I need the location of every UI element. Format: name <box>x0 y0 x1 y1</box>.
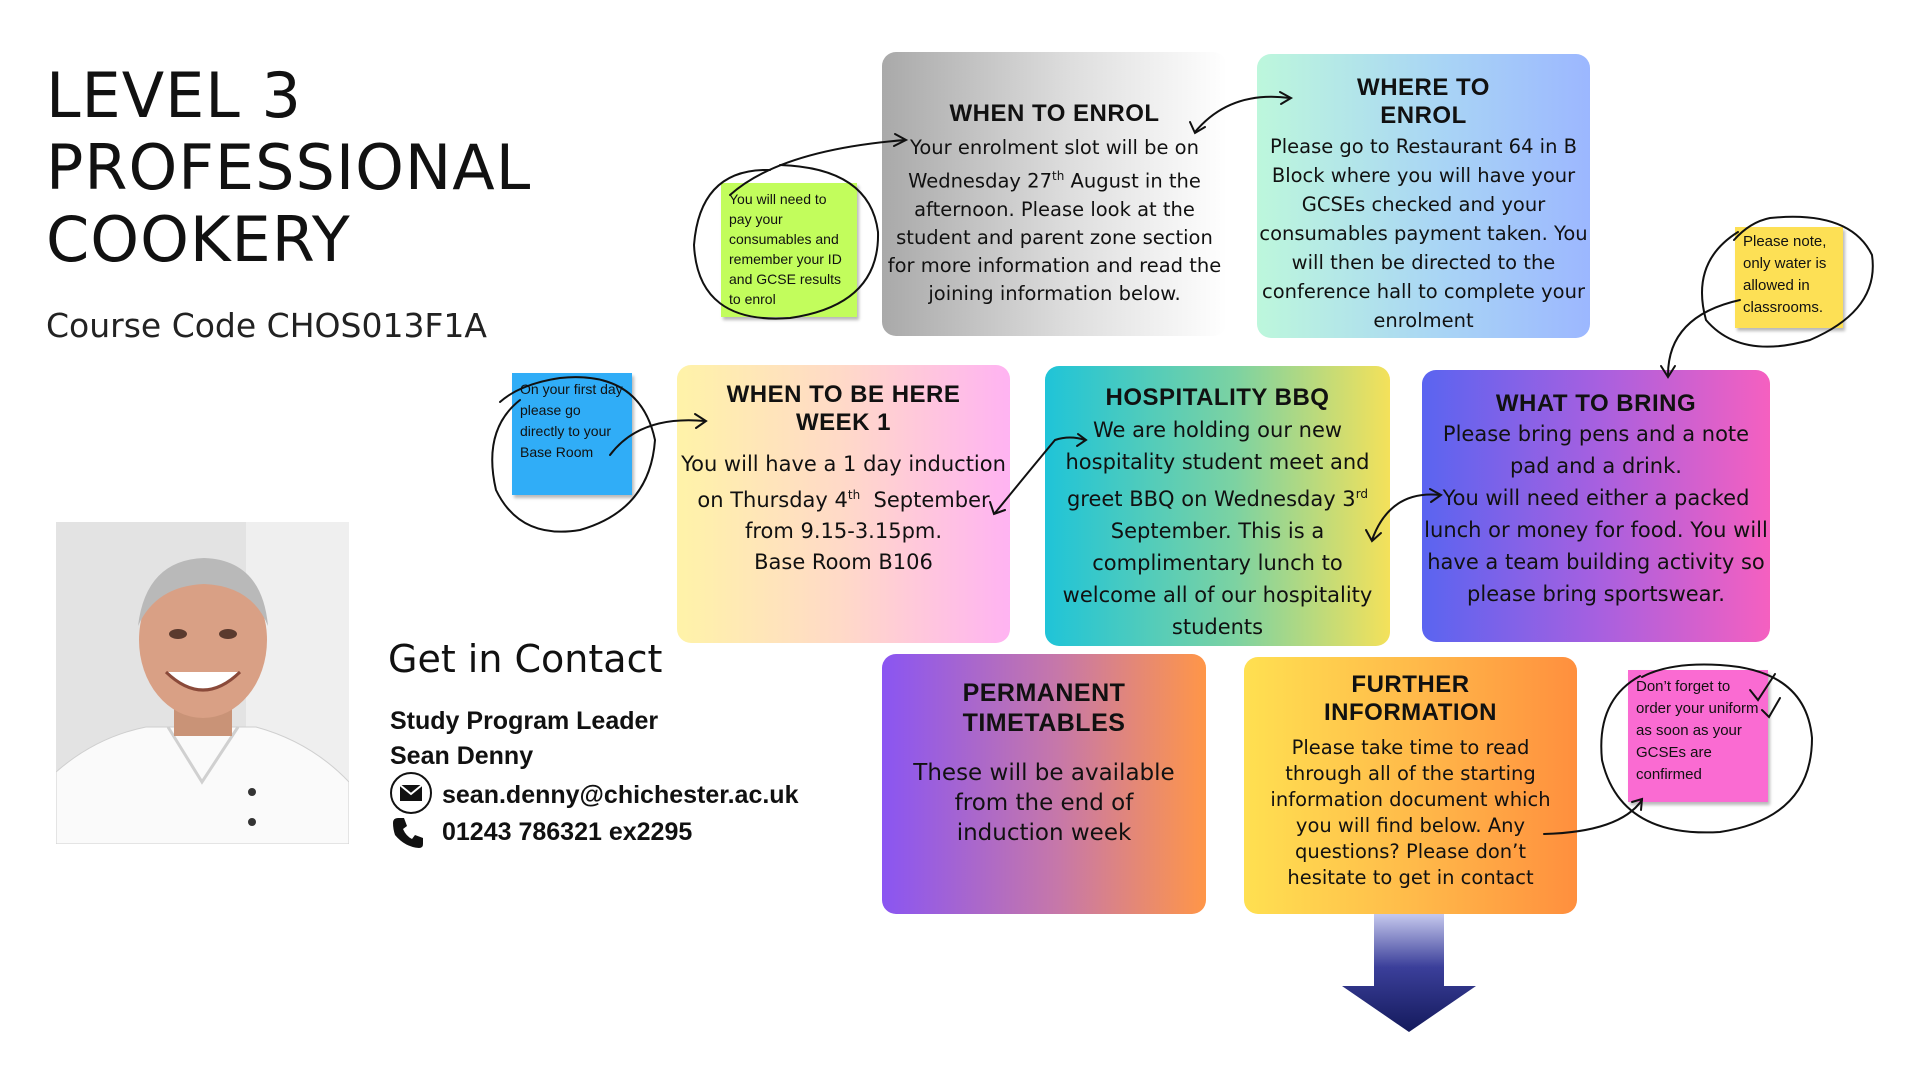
body-text: Please bring pens and a note pad and a d… <box>1442 422 1750 478</box>
down-arrow-icon <box>1342 914 1476 1032</box>
card-what-to-bring: WHAT TO BRING Please bring pens and a no… <box>1422 370 1770 642</box>
contact-role: Study Program Leader <box>390 707 659 735</box>
sticky-note-pay: You will need to pay your consumables an… <box>721 183 857 317</box>
contact-name: Sean Denny <box>390 742 534 770</box>
card-body: You will have a 1 day induction on Thurs… <box>677 449 1010 578</box>
body-text: Your enrolment slot will be on Wednesday… <box>908 136 1199 193</box>
body-text: September. This is a complimentary lunch… <box>1062 519 1373 639</box>
title-line: WHERE TO <box>1357 74 1490 101</box>
title-line-1: LEVEL 3 <box>46 59 302 132</box>
card-body: Please bring pens and a note pad and a d… <box>1422 418 1770 610</box>
title-line-3: COOKERY <box>46 203 351 276</box>
page-title: LEVEL 3 PROFESSIONAL COOKERY <box>46 60 566 276</box>
contact-heading: Get in Contact <box>388 637 663 681</box>
body-text: We are holding our new hospitality stude… <box>1065 418 1370 511</box>
body-text: August in the afternoon. Please look at … <box>887 169 1222 305</box>
card-title: WHAT TO BRING <box>1495 390 1697 417</box>
card-title: HOSPITALITY BBQ <box>1105 384 1330 411</box>
envelope-icon <box>390 772 432 814</box>
body-text: September from 9.15-3.15pm. <box>744 488 997 543</box>
card-body: These will be available from the end of … <box>913 760 1175 846</box>
title-line: WEEK 1 <box>795 409 891 436</box>
title-line: PERMANENT <box>962 679 1126 707</box>
card-title: WHEN TO ENROL <box>949 100 1160 127</box>
card-hospitality-bbq: HOSPITALITY BBQ We are holding our new h… <box>1045 366 1390 646</box>
sticky-note-first-day: On your first day please go directly to … <box>512 373 632 495</box>
body-superscript: th <box>847 488 861 502</box>
card-body: Please take time to read through all of … <box>1270 736 1551 889</box>
sticky-note-uniform: Don’t forget to order your uniform as so… <box>1628 670 1768 802</box>
arrow-water-to-bring <box>1667 299 1741 376</box>
card-body: Your enrolment slot will be on Wednesday… <box>882 134 1227 308</box>
body-superscript: th <box>1051 169 1065 183</box>
body-text: You will have a 1 day induction on Thurs… <box>681 452 1006 512</box>
card-body: We are holding our new hospitality stude… <box>1045 414 1390 643</box>
body-text: You will need either a packed lunch or m… <box>1424 486 1768 606</box>
contact-phone: 01243 786321 ex2295 <box>442 818 693 846</box>
sticky-note-water: Please note, only water is allowed in cl… <box>1735 227 1843 328</box>
phone-icon <box>390 815 426 851</box>
person-portrait-illustration <box>56 522 349 844</box>
profile-photo <box>56 522 349 844</box>
card-when-to-enrol: WHEN TO ENROL Your enrolment slot will b… <box>882 52 1227 336</box>
title-line: TIMETABLES <box>962 709 1126 737</box>
body-text: Base Room B106 <box>754 550 933 574</box>
title-line: INFORMATION <box>1323 699 1498 726</box>
title-line-2: PROFESSIONAL <box>46 131 532 204</box>
course-code: Course Code CHOS013F1A <box>46 306 487 345</box>
contact-email-link[interactable]: sean.denny@chichester.ac.uk <box>442 781 799 809</box>
title-line: FURTHER <box>1351 671 1470 698</box>
card-body: Please go to Restaurant 64 in B Block wh… <box>1259 135 1588 332</box>
body-superscript: rd <box>1355 487 1369 501</box>
title-line: WHEN TO BE HERE <box>726 381 961 408</box>
title-line: ENROL <box>1380 102 1467 129</box>
